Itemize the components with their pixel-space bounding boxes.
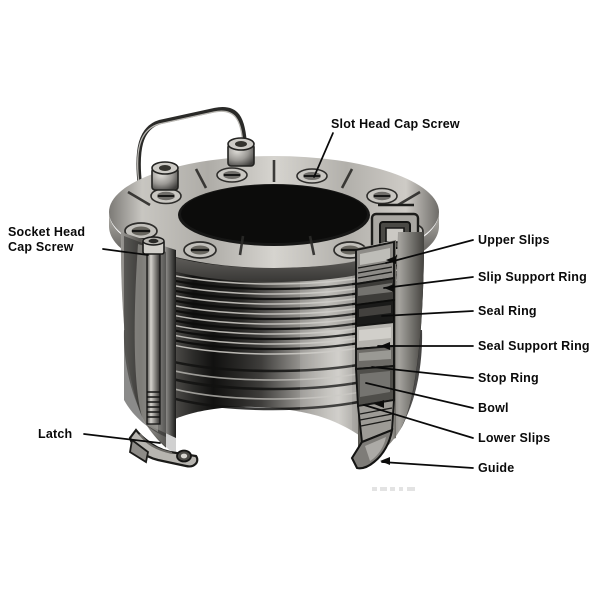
leader-line-stop-ring bbox=[371, 366, 474, 379]
socket-head-cap-screw-assembly bbox=[142, 236, 165, 425]
bail-handle bbox=[136, 107, 248, 189]
leader-line-latch bbox=[83, 433, 161, 444]
leader-line-slot-head-cap-screw bbox=[313, 132, 334, 178]
leader-line-slip-support-ring bbox=[383, 276, 474, 289]
callout-label-latch: Latch bbox=[38, 427, 73, 441]
guide-component bbox=[350, 428, 394, 470]
callout-label-lower-slips: Lower Slips bbox=[478, 431, 551, 445]
callout-label-slot-head-cap-screw: Slot Head Cap Screw bbox=[331, 117, 460, 131]
stop-ring-component bbox=[355, 344, 395, 371]
leader-line-socket-head-cap-screw bbox=[102, 248, 149, 256]
scan-artifact bbox=[372, 487, 415, 491]
callout-label-guide: Guide bbox=[478, 461, 515, 475]
socket-head-cap-screw-boss-mid bbox=[227, 137, 255, 167]
callout-label-slip-support-ring: Slip Support Ring bbox=[478, 270, 587, 284]
leader-line-lower-slips bbox=[363, 404, 474, 439]
leader-line-seal-ring bbox=[381, 310, 474, 317]
right-cutaway-section bbox=[350, 232, 425, 470]
callout-label-socket-head-cap-screw: Socket Head Cap Screw bbox=[8, 225, 86, 254]
callout-label-stop-ring: Stop Ring bbox=[478, 371, 539, 385]
leader-line-upper-slips bbox=[385, 239, 474, 264]
callout-leader-lines bbox=[83, 132, 474, 469]
bowl-component bbox=[355, 364, 395, 408]
callout-label-seal-support-ring: Seal Support Ring bbox=[478, 339, 590, 353]
callout-label-seal-ring: Seal Ring bbox=[478, 304, 537, 318]
leader-line-guide bbox=[381, 461, 474, 469]
casing-hanger-assembly bbox=[109, 107, 439, 500]
callout-label-bowl: Bowl bbox=[478, 401, 509, 415]
socket-head-cap-screw-boss-left bbox=[151, 161, 179, 191]
callout-label-upper-slips: Upper Slips bbox=[478, 233, 550, 247]
leader-line-bowl bbox=[365, 382, 474, 409]
